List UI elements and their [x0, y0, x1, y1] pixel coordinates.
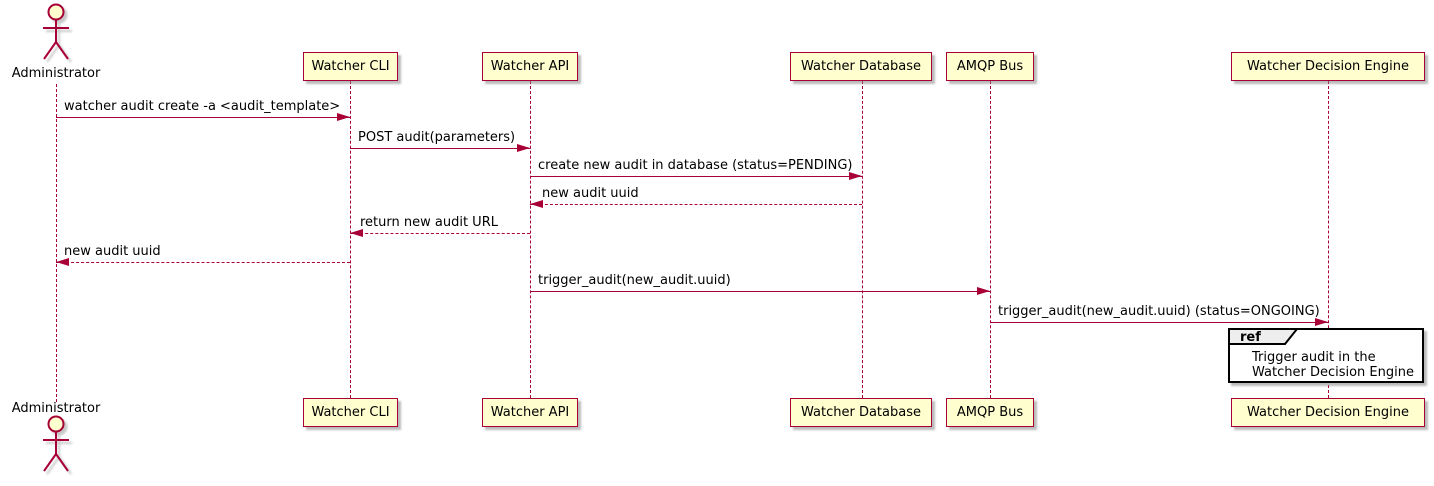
participant-box-watcher-database-bottom: Watcher Database [790, 398, 932, 427]
participant-box-watcher-database-top: Watcher Database [790, 52, 932, 81]
ref-text-line1: Trigger audit in the [1252, 350, 1376, 365]
arrowhead-right-icon [1315, 318, 1328, 326]
arrowhead-left-icon [350, 229, 363, 237]
actor-icon [36, 415, 76, 481]
participant-box-amqp-bus-bottom: AMQP Bus [946, 398, 1034, 427]
message-post-audit-line [350, 148, 530, 149]
message-create-audit-db-label: create new audit in database (status=PEN… [538, 158, 853, 173]
message-return-audit-url-line [350, 233, 530, 234]
ref-fragment: ref Trigger audit in the Watcher Decisio… [1228, 328, 1424, 383]
lifeline-watcher-decision-engine [1328, 81, 1329, 398]
message-new-audit-uuid-api-label: new audit uuid [542, 186, 639, 201]
participant-box-amqp-bus-top: AMQP Bus [946, 52, 1034, 81]
message-trigger-audit-ongoing-label: trigger_audit(new_audit.uuid) (status=ON… [998, 304, 1320, 319]
ref-text-line2: Watcher Decision Engine [1252, 365, 1414, 380]
participant-box-watcher-api-top: Watcher API [482, 52, 578, 81]
actor-icon [36, 3, 76, 69]
message-new-audit-uuid-admin-label: new audit uuid [64, 244, 161, 259]
message-new-audit-uuid-admin-line [56, 262, 350, 263]
participant-box-watcher-decision-engine-top: Watcher Decision Engine [1231, 52, 1425, 81]
arrowhead-left-icon [530, 200, 543, 208]
message-post-audit-label: POST audit(parameters) [358, 130, 516, 145]
participant-box-watcher-cli-top: Watcher CLI [303, 52, 398, 81]
ref-tab-icon [1228, 328, 1300, 350]
participant-box-watcher-cli-bottom: Watcher CLI [303, 398, 398, 427]
arrowhead-left-icon [56, 258, 69, 266]
message-audit-create-line [56, 117, 350, 118]
lifeline-amqp-bus [990, 81, 991, 398]
arrowhead-right-icon [517, 144, 530, 152]
arrowhead-right-icon [849, 172, 862, 180]
lifeline-watcher-cli [350, 81, 351, 398]
arrowhead-right-icon [337, 113, 350, 121]
lifeline-watcher-database [862, 81, 863, 398]
message-create-audit-db-line [530, 176, 862, 177]
participant-box-watcher-api-bottom: Watcher API [482, 398, 578, 427]
lifeline-watcher-api [530, 81, 531, 398]
message-trigger-audit-ongoing-line [990, 322, 1328, 323]
message-new-audit-uuid-api-line [530, 204, 862, 205]
participant-box-watcher-decision-engine-bottom: Watcher Decision Engine [1231, 398, 1425, 427]
lifeline-administrator [56, 84, 57, 402]
message-trigger-audit-label: trigger_audit(new_audit.uuid) [538, 273, 731, 288]
ref-tab-label: ref [1240, 330, 1261, 345]
message-trigger-audit-line [530, 291, 990, 292]
message-return-audit-url-label: return new audit URL [360, 215, 498, 230]
actor-label-bottom: Administrator [11, 401, 101, 416]
arrowhead-right-icon [977, 287, 990, 295]
actor-label-top: Administrator [11, 66, 101, 81]
message-audit-create-label: watcher audit create -a <audit_template> [64, 99, 341, 114]
